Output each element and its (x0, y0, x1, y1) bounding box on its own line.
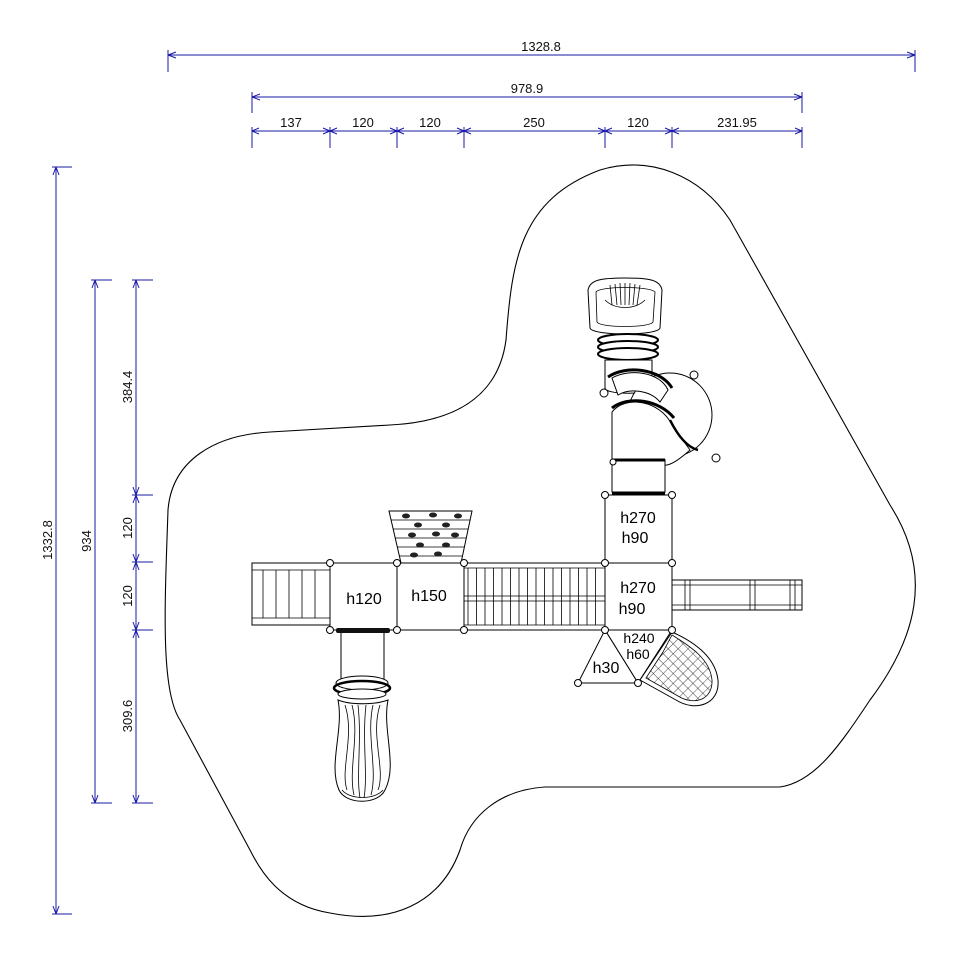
vertical-segment-3-text: 120 (120, 585, 135, 607)
overall-height-text: 1332.8 (40, 520, 55, 560)
net-climber (639, 631, 719, 707)
dimension-segments (251, 127, 803, 148)
segment-2-text: 120 (352, 115, 374, 130)
overall-width-text: 1328.8 (521, 39, 561, 54)
segment-3-text: 120 (419, 115, 441, 130)
platform-h270-h90-upper (604, 494, 673, 564)
platform-upper-h90-label: h90 (622, 530, 649, 547)
dimension-overall-width (167, 50, 916, 72)
vertical-segment-1-text: 384.4 (120, 371, 135, 404)
structure-height-text: 934 (79, 530, 94, 552)
platform-h270-h90-lower (604, 562, 673, 631)
dimension-structure-width (251, 92, 803, 113)
tube-slide (587, 277, 721, 495)
right-ladder (671, 579, 803, 611)
posts (326, 491, 676, 687)
platform-upper-h270-label: h270 (620, 510, 656, 527)
vertical-segment-4-text: 309.6 (120, 700, 135, 733)
platform-h150-label: h150 (411, 588, 447, 605)
left-step-ladder (251, 562, 331, 626)
structure-width-text: 978.9 (511, 81, 544, 96)
left-tube-slide (332, 628, 392, 802)
segment-5-text: 120 (627, 115, 649, 130)
platform-h120 (329, 562, 398, 631)
vertical-segment-2-text: 120 (120, 517, 135, 539)
platform-lower-h90-label: h90 (619, 601, 646, 618)
safety-zone-outline (164, 164, 916, 917)
segment-1-text: 137 (280, 115, 302, 130)
platform-h240-label: h240 (623, 630, 654, 646)
triangle-platforms (577, 628, 673, 684)
dimension-vertical-segments (132, 279, 153, 804)
platform-lower-h270-label: h270 (620, 580, 656, 597)
segment-4-text: 250 (523, 115, 545, 130)
segment-6-text: 231.95 (717, 115, 757, 130)
platform-h60-label: h60 (626, 646, 650, 662)
bridge (463, 562, 606, 631)
platform-h150 (396, 562, 465, 631)
dimension-overall-height (52, 166, 72, 915)
platform-h30-label: h30 (593, 660, 620, 677)
climbing-wall (388, 510, 473, 564)
platform-h120-label: h120 (346, 591, 382, 608)
dimension-structure-height (91, 279, 112, 804)
